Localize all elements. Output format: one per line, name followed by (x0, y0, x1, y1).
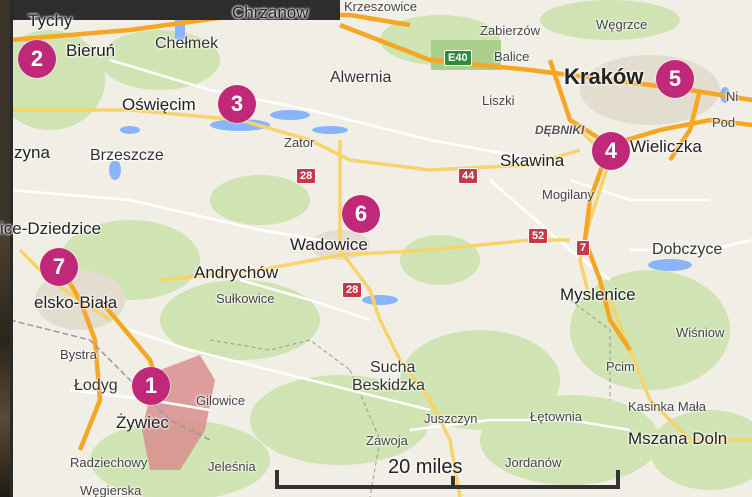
place-beskidzka: Beskidzka (352, 377, 425, 394)
place-brzeszcze: Brzeszcze (90, 147, 164, 164)
place-mszana: Mszana Doln (628, 429, 728, 448)
place-lodygowice: Łodyg (74, 377, 118, 394)
place-krakow: Kraków (564, 64, 644, 89)
place-letownia: Łętownia (530, 409, 583, 424)
place-dziedzice: ice-Dziedzice (0, 219, 102, 238)
road-shield-52: 52 (528, 228, 549, 245)
place-zawoja: Zawoja (366, 433, 408, 448)
place-bielsko: elsko-Biała (34, 293, 118, 312)
map-marker-4[interactable]: 4 (592, 132, 630, 170)
place-balice: Balice (494, 49, 530, 64)
place-wieliczka: Wieliczka (630, 137, 702, 156)
scale-bar (275, 470, 620, 489)
place-wegierska: Węgierska (80, 483, 142, 497)
place-ni: Ni (726, 89, 739, 104)
place-mogilany: Mogilany (542, 187, 595, 202)
scale-label: 20 miles (388, 456, 463, 478)
place-jelesnia: Jeleśnia (208, 459, 256, 474)
place-sucha: Sucha (370, 359, 416, 376)
place-zyna: zyna (14, 143, 50, 162)
place-wisniowa: Wiśniow (676, 325, 725, 340)
place-alwernia: Alwernia (330, 69, 392, 86)
map-marker-6[interactable]: 6 (342, 195, 380, 233)
place-zator: Zator (284, 135, 315, 150)
map-marker-5[interactable]: 5 (656, 60, 694, 98)
place-kasinka: Kasinka Mała (628, 399, 707, 414)
place-wegrzce: Węgrzce (596, 17, 648, 32)
map-marker-1[interactable]: 1 (132, 367, 170, 405)
map-marker-7[interactable]: 7 (40, 248, 78, 286)
place-andrychow: Andrychów (194, 263, 279, 282)
place-pcim: Pcim (606, 359, 635, 374)
road-shield-e40: E40 (444, 50, 472, 67)
place-tychy: Tychy (28, 11, 73, 30)
place-dobczyce: Dobczyce (652, 241, 723, 258)
place-chrzanow: Chrzanow (232, 3, 309, 22)
road-shield-28-south: 28 (342, 282, 363, 299)
place-juszczyn: Juszczyn (424, 411, 478, 426)
place-zabierzow: Zabierzów (480, 23, 540, 38)
place-krzeszowice: Krzeszowice (344, 0, 417, 14)
place-oswiecim: Oświęcim (122, 95, 196, 114)
road-shield-44: 44 (458, 168, 479, 185)
place-myslenice: Myslenice (560, 285, 636, 304)
place-chelmek: Chełmek (155, 35, 219, 52)
place-radziechowy: Radziechowy (70, 455, 148, 470)
place-sulkowice: Sułkowice (216, 291, 275, 306)
map-marker-2[interactable]: 2 (18, 40, 56, 78)
place-zywiec: Żywiec (116, 413, 169, 432)
place-bierun: Bieruń (66, 41, 116, 60)
place-wadowice: Wadowice (290, 235, 368, 254)
place-pod: Pod (712, 115, 736, 130)
place-debniki: DĘBNIKI (535, 123, 585, 137)
road-shield-7: 7 (576, 240, 591, 257)
place-jordanow: Jordanów (505, 455, 562, 470)
map-marker-3[interactable]: 3 (218, 85, 256, 123)
place-bystra: Bystra (60, 347, 97, 362)
place-liszki: Liszki (482, 93, 515, 108)
place-gilowice: Gilowice (196, 393, 246, 408)
place-skawina: Skawina (500, 151, 565, 170)
road-shield-28-north: 28 (296, 168, 317, 185)
